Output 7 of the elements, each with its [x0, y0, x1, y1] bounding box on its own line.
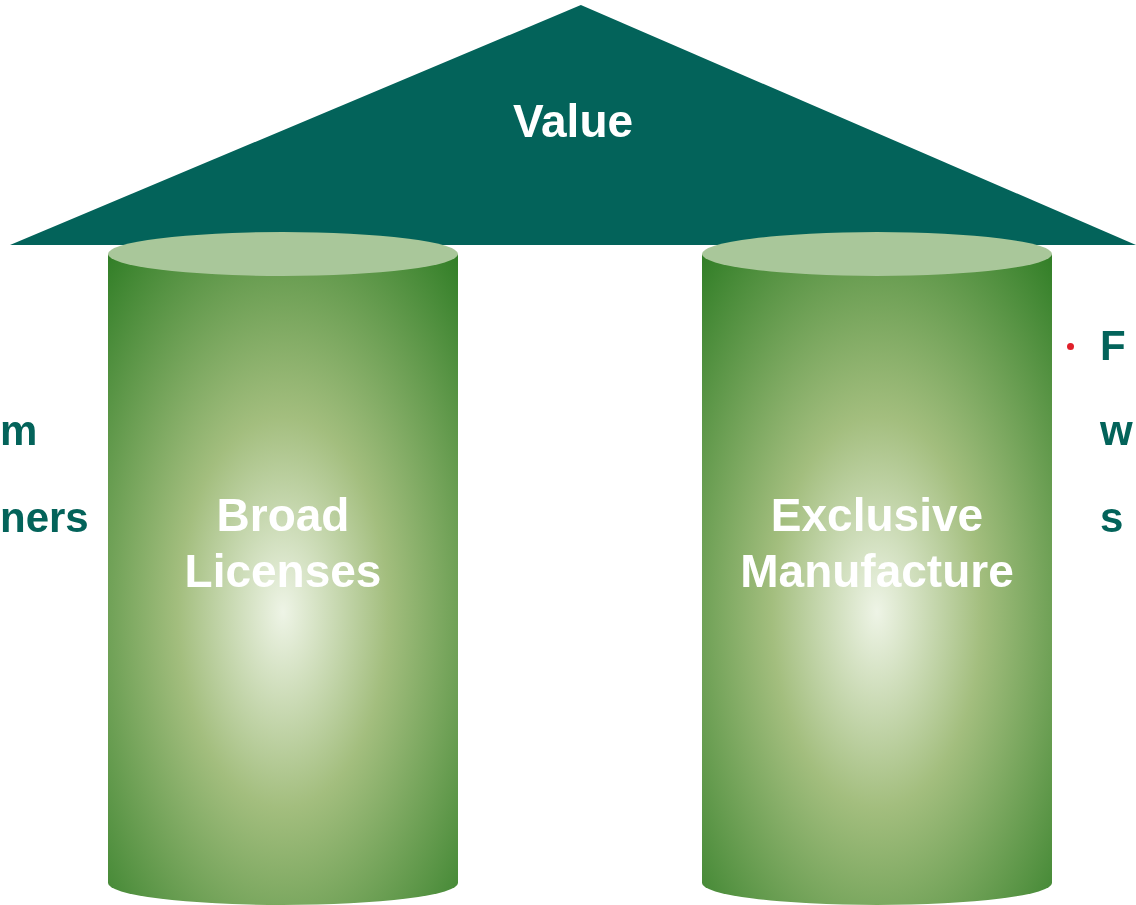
cut-off-text: ners [0, 494, 89, 542]
cut-off-text: s [1100, 494, 1124, 542]
cut-off-text: w [1100, 407, 1133, 455]
pillar-label: Broad Licenses [183, 488, 383, 599]
cut-off-text: F [1100, 322, 1126, 370]
cut-off-text: m [0, 407, 38, 455]
roof-label: Value [511, 94, 635, 149]
